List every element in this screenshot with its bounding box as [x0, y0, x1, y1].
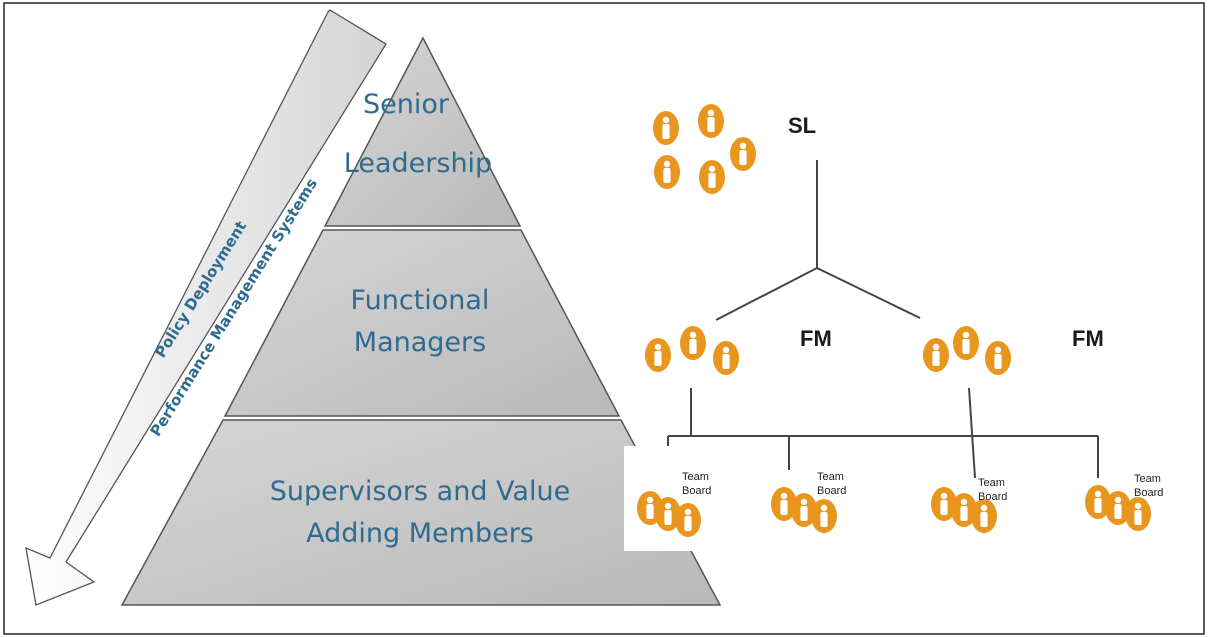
- fm-group-2: [923, 326, 1011, 375]
- team-board-1: Team Board: [637, 471, 711, 537]
- team-label-line1: Team: [1134, 473, 1161, 485]
- frame-border: [3, 2, 1205, 635]
- tier-supervisors-line2: Adding Members: [306, 518, 534, 549]
- fm-group-1: [645, 326, 739, 375]
- team-label-line2: Board: [817, 485, 846, 497]
- person-icon: [699, 160, 725, 194]
- person-icon: [654, 155, 680, 189]
- pyramid: Senior Leadership Functional Managers Su…: [120, 36, 722, 606]
- person-icon: [971, 499, 997, 533]
- tier-senior-line2: Leadership: [344, 148, 492, 179]
- person-icon: [713, 341, 739, 375]
- team-label-line1: Team: [978, 477, 1005, 489]
- person-icon: [698, 104, 724, 138]
- person-icon: [985, 341, 1011, 375]
- person-icon: [953, 326, 979, 360]
- person-icon: [680, 326, 706, 360]
- sl-label: SL: [788, 113, 816, 138]
- person-icon: [1125, 497, 1151, 531]
- person-icon: [811, 499, 837, 533]
- team-board-2: Team Board: [771, 471, 846, 533]
- sl-people: [653, 104, 756, 194]
- team-label-line1: Team: [682, 471, 709, 483]
- person-icon: [923, 338, 949, 372]
- fm-label-1: FM: [800, 326, 832, 351]
- team-board-3: Team Board: [931, 477, 1007, 533]
- person-icon: [730, 137, 756, 171]
- pyramid-tier-middle: [223, 229, 621, 417]
- tier-functional-line2: Managers: [354, 327, 486, 358]
- org-connectors: [667, 160, 1099, 479]
- person-icon: [653, 111, 679, 145]
- person-icon: [645, 338, 671, 372]
- pyramid-tier-bottom: [120, 419, 722, 606]
- team-label-line1: Team: [817, 471, 844, 483]
- team-label-line2: Board: [978, 491, 1007, 503]
- fm-label-2: FM: [1072, 326, 1104, 351]
- tier-functional-line1: Functional: [351, 285, 490, 316]
- tier-senior-line1: Senior: [363, 89, 450, 120]
- team-label-line2: Board: [1134, 487, 1163, 499]
- team-label-line2: Board: [682, 485, 711, 497]
- team-board-4: Team Board: [1085, 473, 1163, 531]
- pyramid-tier-top: [323, 36, 522, 227]
- person-icon: [675, 503, 701, 537]
- tier-supervisors-line1: Supervisors and Value: [270, 476, 570, 507]
